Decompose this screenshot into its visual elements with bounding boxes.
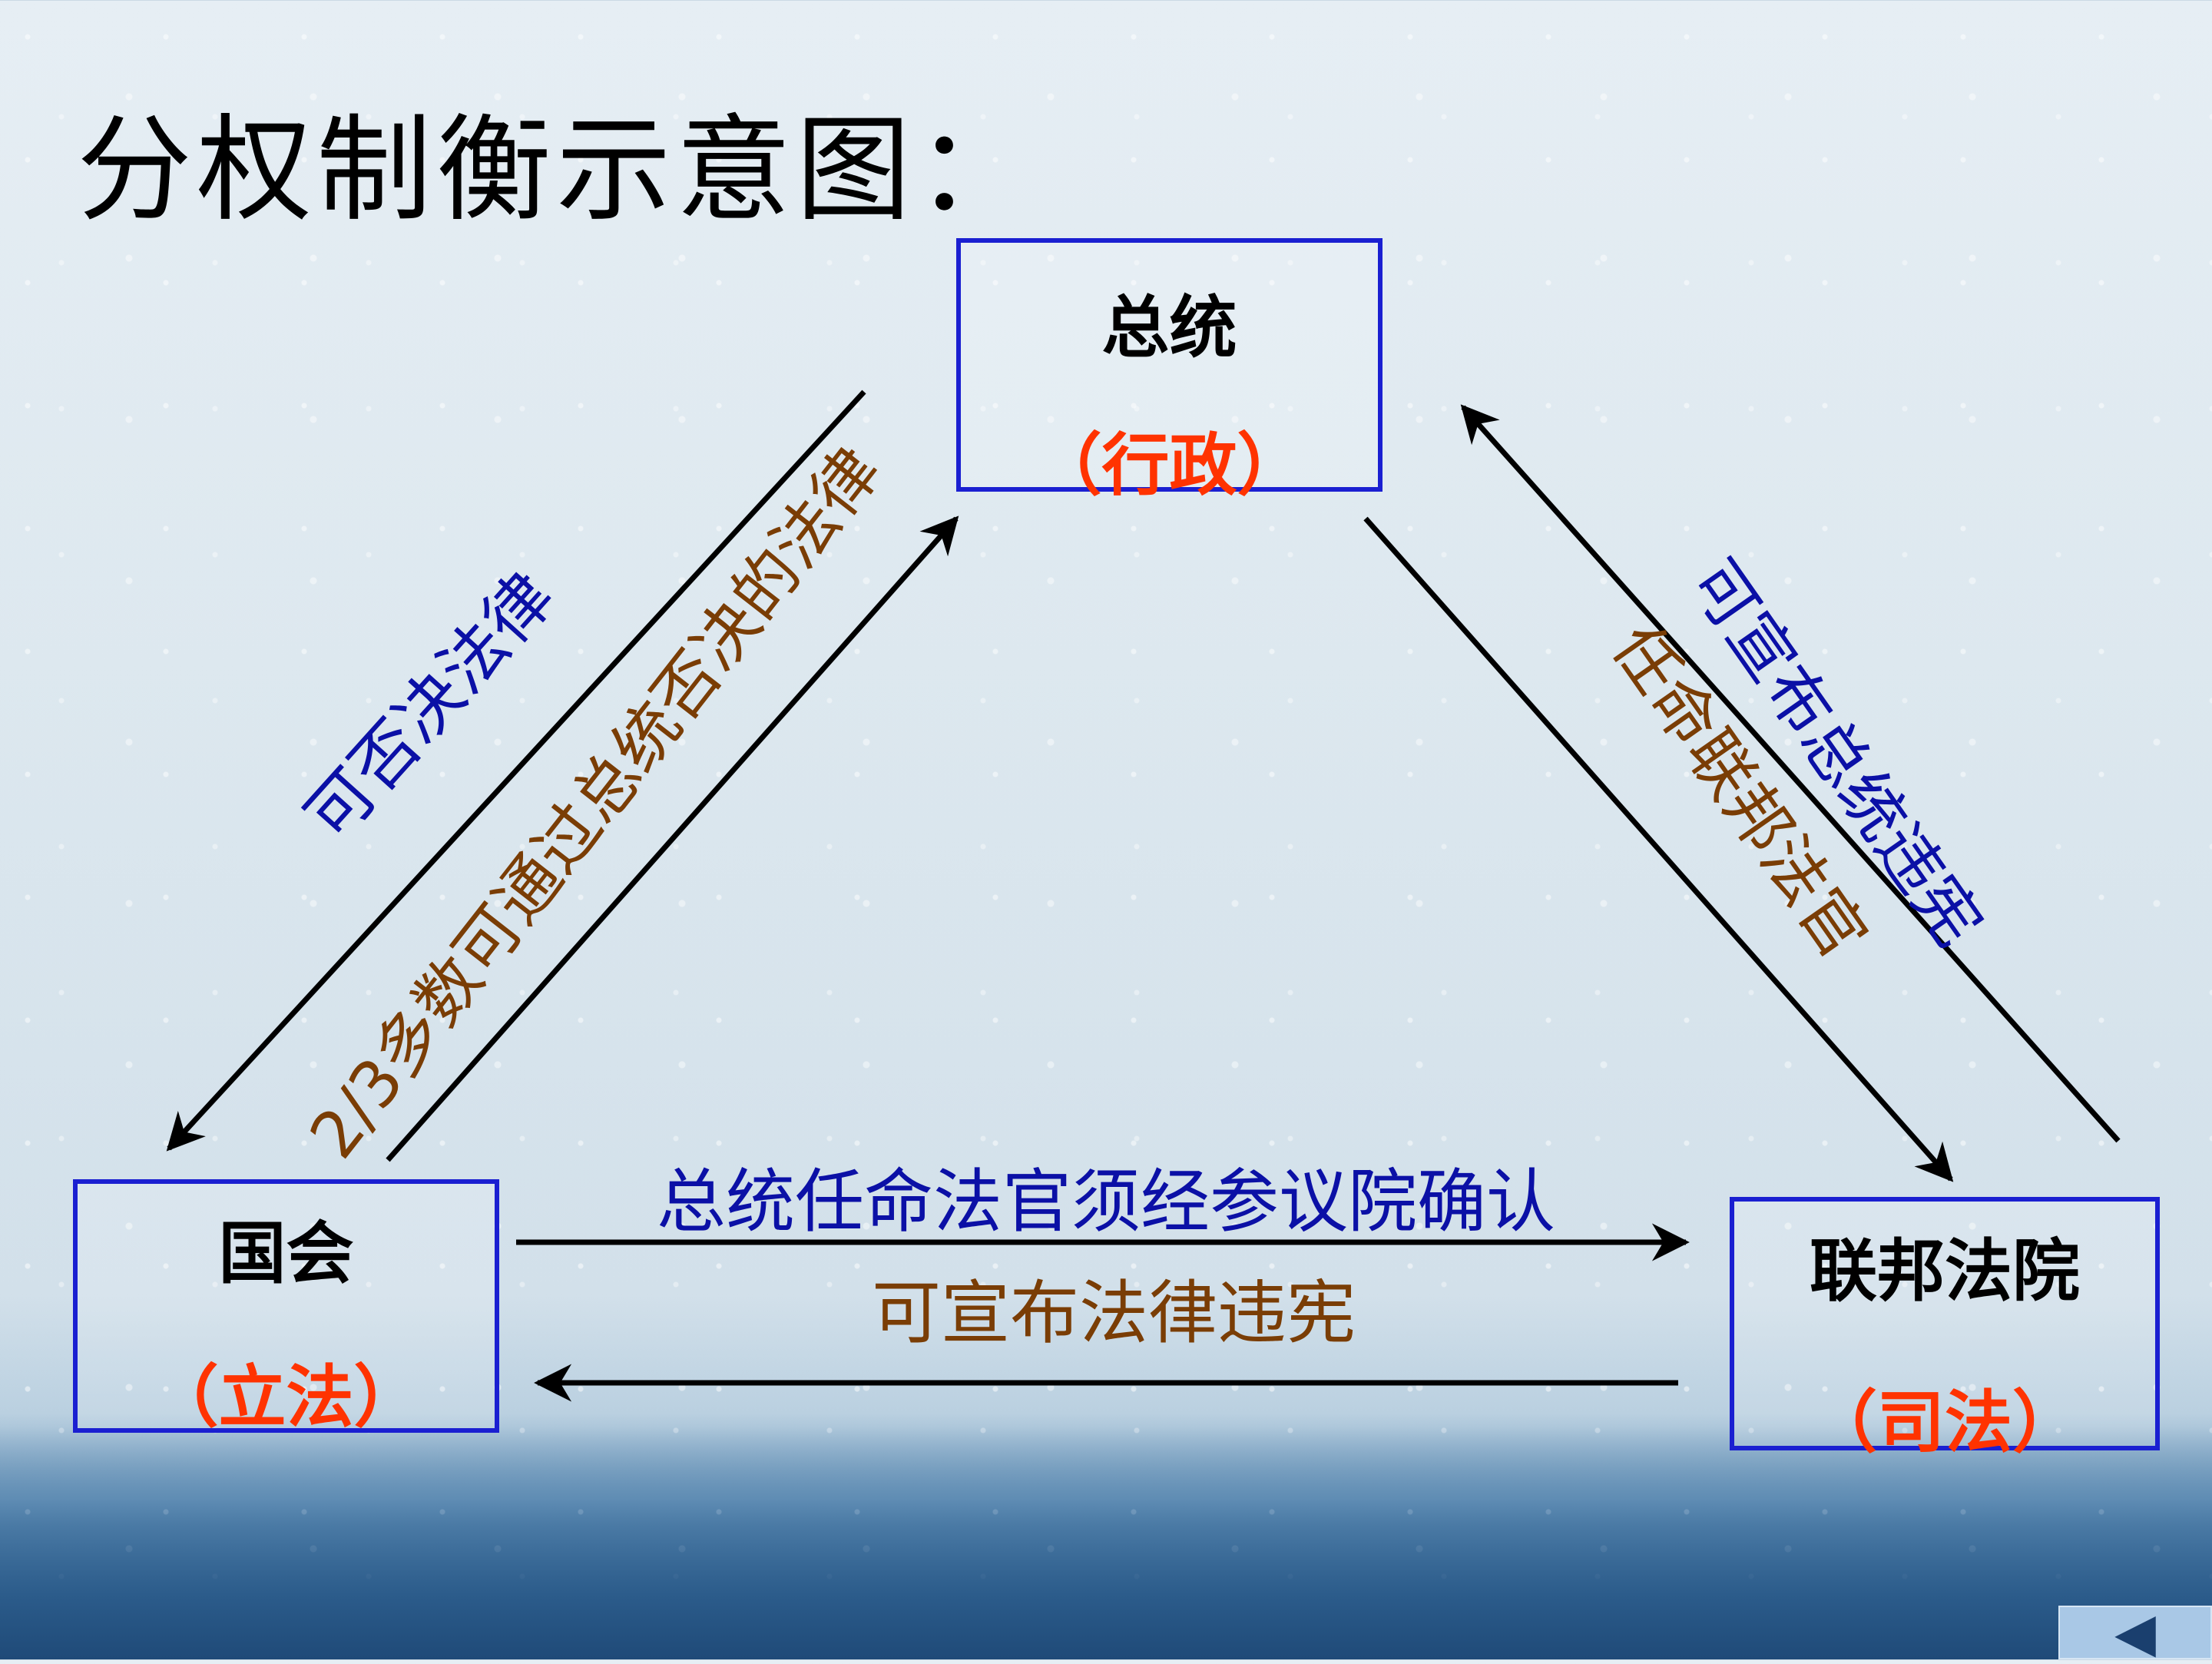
node-congress-name: 国会 [218,1214,354,1293]
arrow-declare-president-unconstitutional [1460,404,2121,1143]
page-title: 分权制衡示意图： [77,104,1036,237]
node-court-role: （司法） [1809,1383,2080,1462]
node-court: 联邦法院 （司法） [1730,1197,2160,1462]
arrow-veto [166,389,866,1152]
node-president: 总统 （行政） [956,238,1382,505]
node-court-name: 联邦法院 [1809,1231,2080,1311]
node-president-name: 总统 [1101,288,1237,367]
back-arrow-icon: ◀ [2114,1601,2156,1664]
node-president-role: （行政） [1034,426,1305,505]
background-water-band [0,1414,2212,1659]
node-congress: 国会 （立法） [73,1179,499,1437]
back-button[interactable]: ◀ [2058,1606,2212,1659]
edge-label-declare-law-unconstitutional: 可宣布法律违宪 [872,1273,1356,1354]
edge-label-senate-confirm: 总统任命法官须经参议院确认 [657,1162,1555,1242]
arrow-override [386,515,959,1162]
node-congress-role: （立法） [151,1357,422,1437]
arrow-appoint-judges [1363,516,1954,1182]
